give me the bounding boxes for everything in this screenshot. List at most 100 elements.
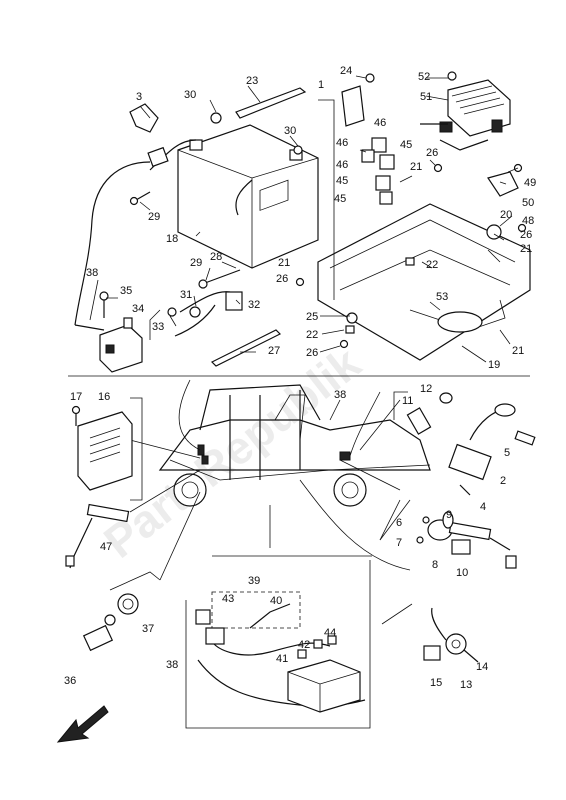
ignition-coil-2 (448, 403, 536, 496)
label-49: 49 (524, 177, 536, 189)
bolt-26-right (517, 223, 527, 233)
label-7: 7 (396, 537, 402, 549)
clamp-3 (129, 103, 159, 133)
label-29a: 29 (148, 211, 160, 223)
label-41: 41 (276, 653, 288, 665)
label-43: 43 (222, 593, 234, 605)
label-21d: 21 (512, 345, 524, 357)
bolt-29-a (135, 191, 151, 201)
switch-37 (117, 593, 139, 615)
label-52: 52 (418, 71, 430, 83)
label-47: 47 (100, 541, 112, 553)
label-3: 3 (136, 91, 142, 103)
label-38a: 38 (86, 267, 98, 279)
bolt-52 (447, 71, 457, 81)
label-46c: 46 (336, 159, 348, 171)
relay-box-1 (341, 85, 365, 127)
label-1: 1 (318, 79, 324, 91)
label-21a: 21 (410, 161, 422, 173)
label-40: 40 (270, 595, 282, 607)
label-39: 39 (248, 575, 260, 587)
watermark-text: PartsRepublik (94, 336, 370, 568)
label-4: 4 (480, 501, 486, 513)
bolt-29-b (198, 279, 208, 289)
label-45c: 45 (334, 193, 346, 205)
label-18: 18 (166, 233, 178, 245)
label-17: 17 (70, 391, 82, 403)
sensor-8 (427, 519, 517, 569)
label-53: 53 (436, 291, 448, 303)
label-46b: 46 (336, 137, 348, 149)
label-26c: 26 (276, 273, 288, 285)
sensor-47 (65, 503, 130, 569)
label-21b: 21 (520, 243, 532, 255)
ecu-bracket (420, 123, 489, 151)
negative-cable (74, 161, 151, 326)
label-20: 20 (500, 209, 512, 221)
label-30b: 30 (284, 125, 296, 137)
leader-lines-center (129, 379, 411, 581)
bolt-17-head (71, 405, 81, 415)
label-26a: 26 (426, 147, 438, 159)
bolt-35 (99, 291, 109, 301)
bolt-26-top (433, 163, 443, 173)
bolt-26-mid (295, 277, 305, 287)
label-22a: 22 (426, 259, 438, 271)
sensor-11 (406, 392, 453, 435)
relay-group (361, 137, 395, 205)
label-30a: 30 (184, 89, 196, 101)
bolt-6 (422, 516, 430, 524)
bolt-30-left (210, 112, 222, 124)
label-34: 34 (132, 303, 144, 315)
label-51: 51 (420, 91, 432, 103)
label-16: 16 (98, 391, 110, 403)
fuse-box-section (185, 555, 372, 729)
connector-cap (147, 146, 169, 168)
tie-27 (210, 329, 282, 367)
label-26b: 26 (520, 229, 532, 241)
label-48: 48 (522, 215, 534, 227)
label-12: 12 (420, 383, 432, 395)
battery-band (235, 87, 307, 119)
label-19: 19 (488, 359, 500, 371)
label-13: 13 (460, 679, 472, 691)
sensor-13 (423, 607, 479, 663)
bracket-left-top (130, 397, 143, 501)
front-arrow-icon (56, 705, 109, 743)
label-14: 14 (476, 661, 488, 673)
bracket-bottom-left (109, 571, 161, 591)
label-23: 23 (246, 75, 258, 87)
starter-relay (99, 317, 143, 373)
battery (177, 124, 319, 269)
leader-lines-top (89, 75, 519, 363)
label-36: 36 (64, 675, 76, 687)
holder-32 (225, 291, 243, 311)
label-24: 24 (340, 65, 352, 77)
label-31: 31 (180, 289, 192, 301)
harness-28 (204, 269, 241, 284)
label-45a: 45 (400, 139, 412, 151)
clip-22 (345, 325, 355, 334)
label-9: 9 (446, 509, 452, 521)
label-50: 50 (522, 197, 534, 209)
ecu-51 (439, 79, 511, 137)
label-37: 37 (142, 623, 154, 635)
part-labels: 1 2 3 4 5 6 7 8 9 10 11 12 13 14 15 16 1… (64, 65, 536, 691)
label-28: 28 (210, 251, 222, 263)
label-38b: 38 (334, 389, 346, 401)
washer-7 (416, 536, 424, 544)
bracket-right-top (393, 391, 408, 420)
label-5: 5 (504, 447, 510, 459)
label-2: 2 (500, 475, 506, 487)
switch-36 (82, 614, 116, 652)
label-29b: 29 (190, 257, 202, 269)
label-26d: 26 (306, 347, 318, 359)
bolt-30-right (293, 145, 303, 155)
o-ring-9 (442, 511, 454, 529)
label-27: 27 (268, 345, 280, 357)
connector-50 (487, 171, 519, 197)
grommet-48 (486, 224, 502, 240)
label-8: 8 (432, 559, 438, 571)
label-42: 42 (298, 639, 310, 651)
